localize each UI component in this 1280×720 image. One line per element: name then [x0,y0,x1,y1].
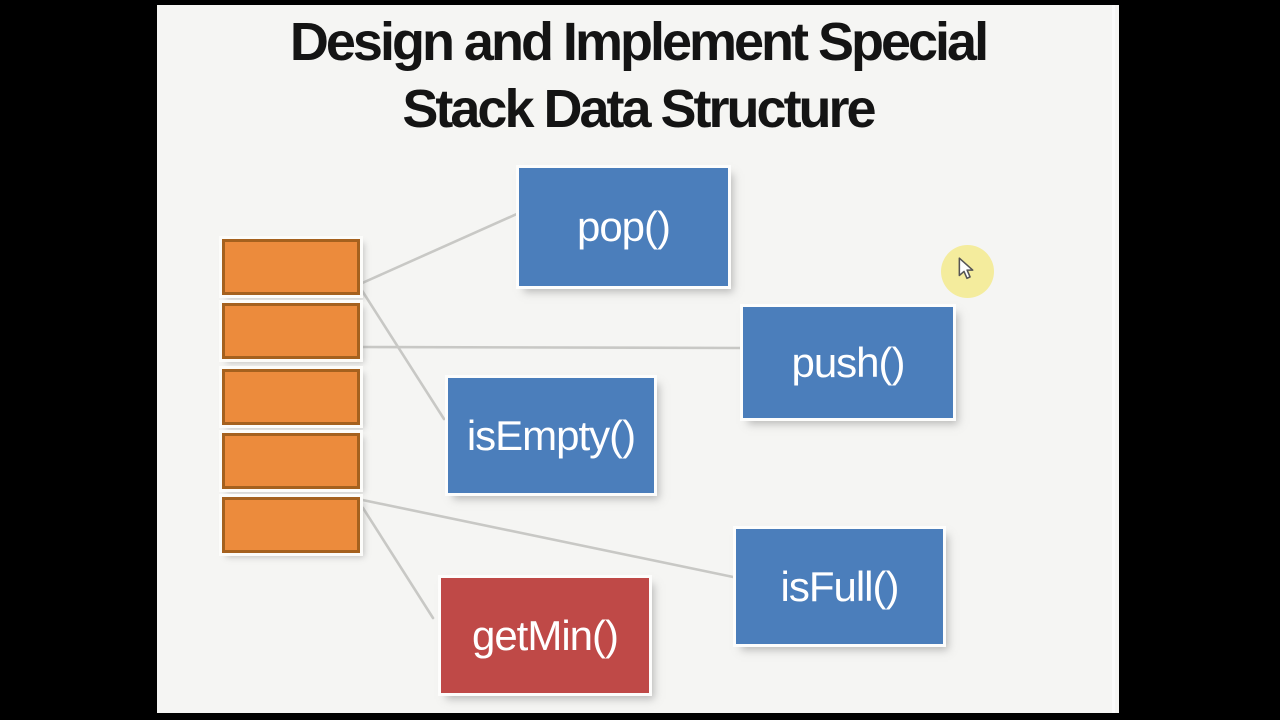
node-isfull: isFull() [736,529,943,644]
node-getmin: getMin() [441,578,649,693]
slide-title-line2: Stack Data Structure [402,79,876,139]
slide-title-line1: Design and Implement Special [289,12,989,72]
slide-title: Design and Implement Special Stack Data … [157,9,1119,143]
connector-push [358,345,747,350]
node-push: push() [743,307,953,418]
stack-cell [222,497,360,553]
connector-isempty [359,287,446,421]
connector-pop [358,211,521,286]
connector-getmin [361,506,435,620]
node-isfull-label: isFull() [780,562,900,610]
node-isempty-label: isEmpty() [466,411,636,459]
stack-cell [222,303,360,359]
presentation-slide: Design and Implement Special Stack Data … [157,5,1119,713]
node-getmin-label: getMin() [471,611,619,659]
node-pop: pop() [519,168,728,286]
stack-cell [222,433,360,489]
stack-cell [222,239,360,295]
connector-isfull [351,496,740,580]
slide-edge-highlight [1112,5,1115,713]
node-isempty: isEmpty() [448,378,654,493]
stack-cell [222,369,360,425]
connector-lines [351,211,747,620]
arrow-pointer-icon [958,257,974,280]
node-push-label: push() [791,338,905,386]
node-pop-label: pop() [576,203,671,250]
